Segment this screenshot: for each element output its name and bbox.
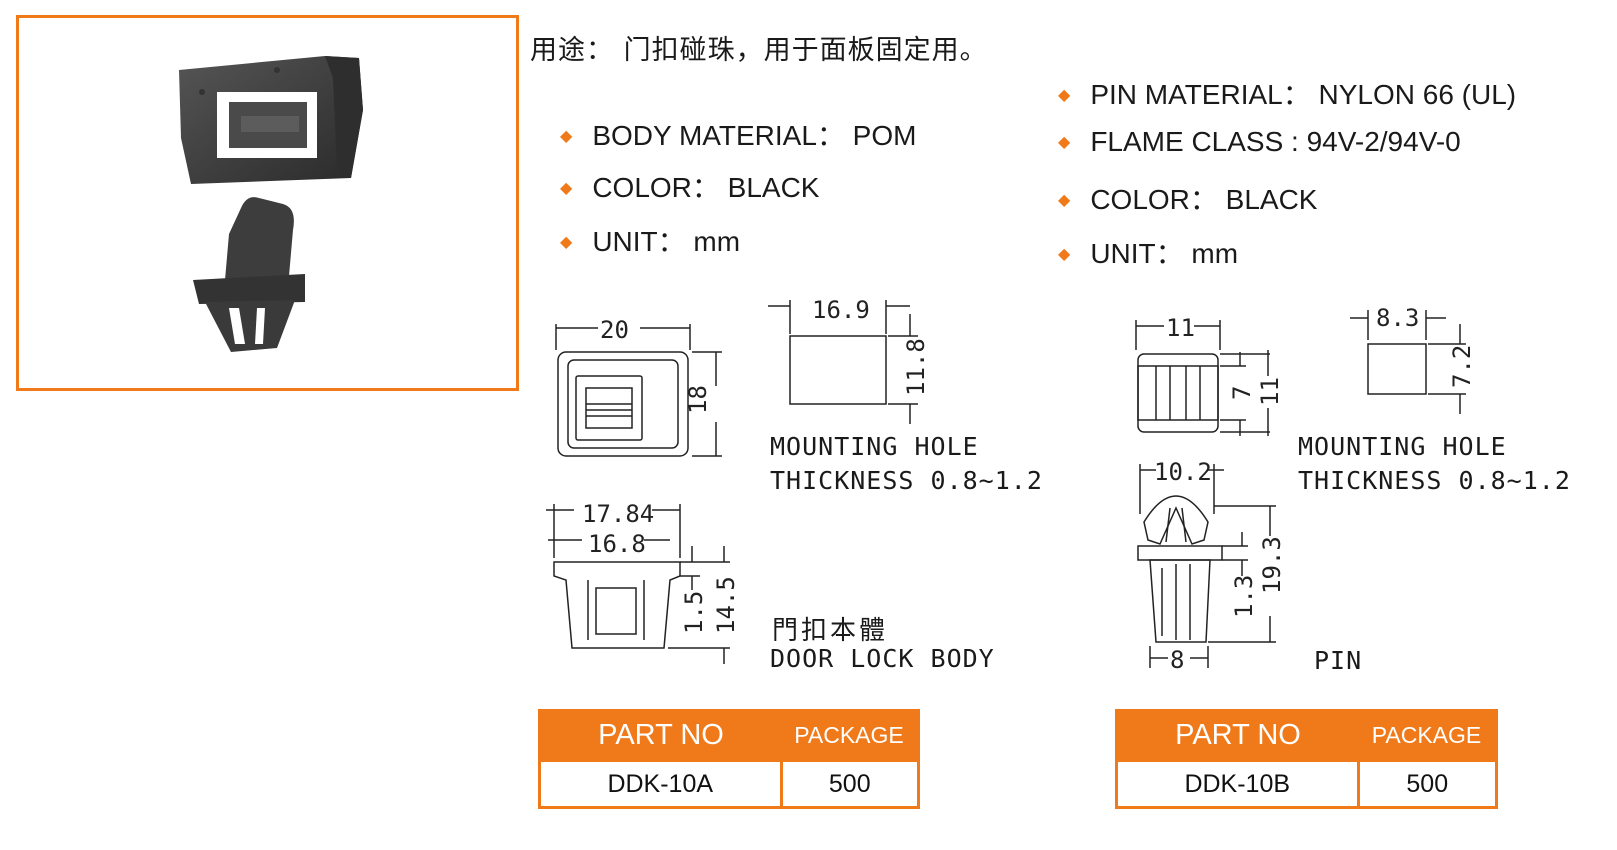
product-photo-frame	[16, 15, 519, 391]
spec-item: ◆ UNIT： mm	[1058, 232, 1238, 272]
part-number-cell: DDK-10B	[1115, 759, 1360, 809]
product-photo	[179, 56, 363, 352]
pin-hole-width-label: 8.3	[1376, 304, 1419, 332]
pin-dim-base-label: 8	[1170, 646, 1184, 674]
body-hole-label-1: MOUNTING HOLE	[770, 432, 979, 461]
pin-image	[193, 197, 305, 352]
pin-shank-side	[1149, 559, 1211, 643]
spec-text: COLOR： BLACK	[592, 172, 820, 203]
header-package: PACKAGE	[781, 710, 919, 761]
spec-item: ◆ COLOR： BLACK	[560, 166, 820, 206]
mounting-hole-rect	[789, 335, 887, 405]
part-number-cell: DDK-10A	[538, 759, 783, 809]
diamond-bullet-icon: ◆	[560, 128, 573, 145]
diamond-bullet-icon: ◆	[1058, 192, 1071, 209]
spec-text: BODY MATERIAL： POM	[592, 120, 917, 151]
pin-hole-height-label: 7.2	[1448, 345, 1476, 388]
dim-total-label: 14.5	[712, 576, 740, 634]
diamond-bullet-icon: ◆	[1058, 87, 1071, 104]
package-cell: 500	[1356, 759, 1498, 809]
spec-item: ◆ FLAME CLASS : 94V-2/94V-0	[1058, 126, 1461, 158]
part-table-b: PART NO PACKAGE DDK-10B 500	[1115, 709, 1498, 809]
pin-dim-total-label: 19.3	[1258, 536, 1286, 594]
body-top-view	[557, 351, 689, 457]
diamond-bullet-icon: ◆	[560, 234, 573, 251]
dim-inner-label: 16.8	[588, 530, 646, 558]
pin-dim-head-label: 10.2	[1154, 458, 1212, 486]
spec-text: FLAME CLASS : 94V-2/94V-0	[1090, 126, 1461, 157]
dim-height-label: 18	[684, 385, 712, 414]
body-caption-cn: 門扣本體	[772, 616, 889, 646]
spec-text: PIN MATERIAL： NYLON 66 (UL)	[1090, 79, 1517, 110]
pin-caption-en: PIN	[1314, 646, 1363, 675]
usage-text: 用途： 门扣碰珠，用于面板固定用。	[530, 35, 988, 66]
diamond-bullet-icon: ◆	[1058, 134, 1071, 151]
header-package: PACKAGE	[1358, 710, 1497, 761]
part-table-a: PART NO PACKAGE DDK-10A 500	[538, 709, 920, 809]
hole-width-label: 16.9	[812, 296, 870, 324]
pin-mounting-hole-rect	[1367, 343, 1427, 395]
diamond-bullet-icon: ◆	[560, 180, 573, 197]
spec-text: UNIT： mm	[1090, 238, 1239, 269]
spec-item: ◆ BODY MATERIAL： POM	[560, 114, 916, 154]
pin-flange-side	[1137, 545, 1223, 561]
pin-head-side	[1143, 495, 1209, 545]
door-lock-body-image	[179, 56, 363, 184]
body-hole-label-2: THICKNESS 0.8~1.2	[770, 466, 1043, 495]
header-part-no: PART NO	[539, 710, 781, 761]
dim-flange-label: 1.5	[680, 591, 708, 634]
spec-item: ◆ PIN MATERIAL： NYLON 66 (UL)	[1058, 73, 1516, 113]
header-part-no: PART NO	[1116, 710, 1358, 761]
pin-hole-label-2: THICKNESS 0.8~1.2	[1298, 466, 1571, 495]
spec-item: ◆ UNIT： mm	[560, 220, 740, 260]
body-caption-en: DOOR LOCK BODY	[770, 644, 995, 673]
pin-hole-label-1: MOUNTING HOLE	[1298, 432, 1507, 461]
diamond-bullet-icon: ◆	[1058, 246, 1071, 263]
pin-dim-flange-label: 1.3	[1230, 575, 1258, 618]
spec-item: ◆ COLOR： BLACK	[1058, 178, 1318, 218]
pin-dim-inner-label: 7	[1228, 386, 1256, 400]
body-side-view	[553, 561, 681, 649]
pin-drawing: 11 7 11 10.2 1.3 19.3 8 8.3 7.2	[1135, 304, 1476, 674]
dim-outer-label: 17.84	[582, 500, 654, 528]
pin-dim-outer-label: 11	[1256, 377, 1284, 406]
spec-text: COLOR： BLACK	[1090, 184, 1318, 215]
hole-height-label: 11.8	[902, 338, 930, 396]
spec-text: UNIT： mm	[592, 226, 741, 257]
package-cell: 500	[779, 759, 920, 809]
pin-dim-width-label: 11	[1166, 314, 1195, 342]
door-lock-body-drawing: 20 18 17.84 16.8 1.5 14.5 16.9 11.8	[546, 296, 930, 664]
dim-width-label: 20	[600, 316, 629, 344]
